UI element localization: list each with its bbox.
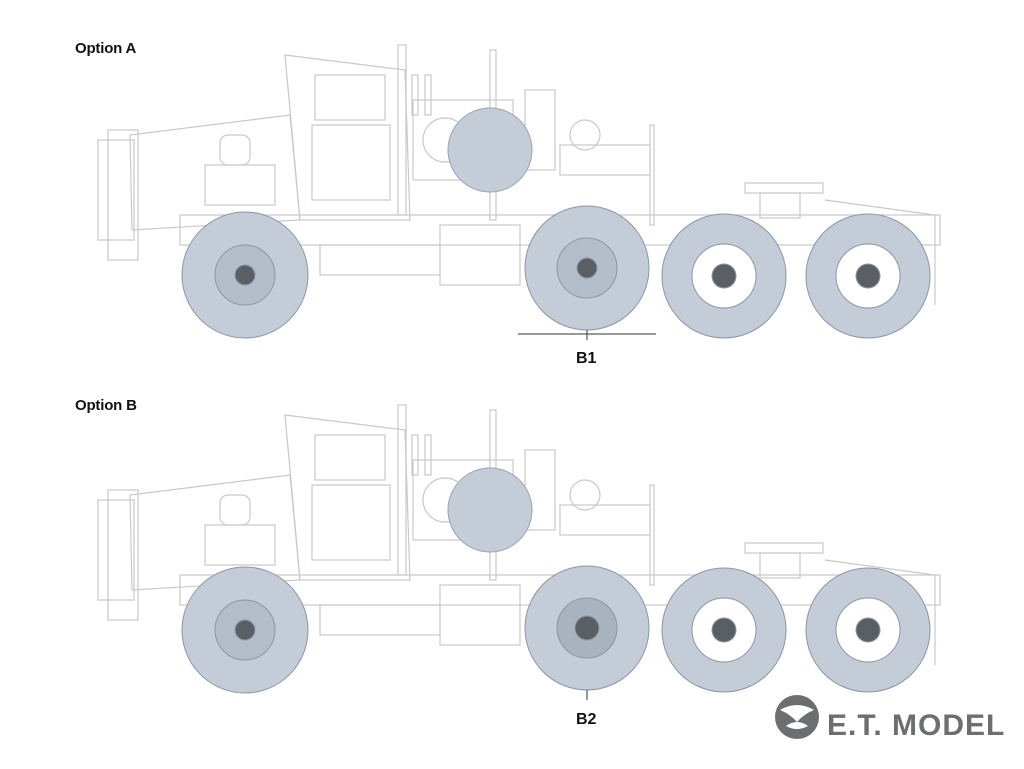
truck-option-a <box>97 44 941 340</box>
part-label-b2: B2 <box>576 711 597 728</box>
et-model-logo: E.T. MODEL <box>772 692 1012 752</box>
logo-text: E.T. MODEL <box>827 709 1006 742</box>
et-model-logo-icon <box>775 695 819 739</box>
option-a-label: Option A <box>75 40 137 57</box>
truck-option-b <box>97 404 941 700</box>
part-label-b1: B1 <box>576 350 597 367</box>
option-b-label: Option B <box>75 397 137 414</box>
